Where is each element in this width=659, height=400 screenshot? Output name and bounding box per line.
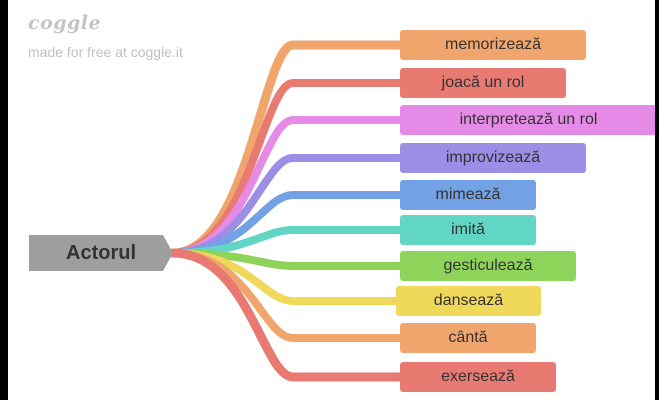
central-topic-label: Actorul xyxy=(66,242,136,264)
branch-line xyxy=(169,191,406,257)
topic-node-label: interpretează un rol xyxy=(459,111,598,128)
topic-node[interactable]: joacă un rol xyxy=(400,68,566,98)
topic-node-label: improvizează xyxy=(445,149,541,166)
central-topic[interactable]: Actorul xyxy=(29,235,181,271)
topic-node[interactable]: exersează xyxy=(400,362,556,392)
topic-node[interactable]: dansează xyxy=(396,286,541,316)
coggle-watermark-text: made for free at coggle.it xyxy=(28,44,183,60)
topic-node-label: imită xyxy=(451,221,485,238)
topic-node-label: joacă un rol xyxy=(441,74,525,91)
topic-node[interactable]: imită xyxy=(400,215,536,245)
topic-node-label: gesticulează xyxy=(443,257,533,274)
branch-lines xyxy=(168,40,407,382)
branch-line xyxy=(168,40,407,258)
topic-node-label: mimează xyxy=(435,186,501,203)
topic-node[interactable]: mimează xyxy=(400,180,536,210)
topic-node[interactable]: cântă xyxy=(400,323,536,353)
mindmap-canvas: coggle made for free at coggle.it Actoru… xyxy=(8,0,655,400)
topic-node-label: dansează xyxy=(433,292,504,309)
topic-node[interactable]: interpretează un rol xyxy=(400,105,655,135)
topic-node[interactable]: gesticulează xyxy=(400,251,576,281)
topic-node-label: exersează xyxy=(441,368,515,385)
topic-node[interactable]: memorizează xyxy=(400,30,586,60)
central-topic-shape xyxy=(29,235,173,271)
topic-node-label: memorizează xyxy=(444,36,542,53)
coggle-logo: coggle xyxy=(28,12,102,34)
topic-node[interactable]: improvizează xyxy=(400,143,586,173)
topic-node-label: cântă xyxy=(448,329,488,346)
branch-line xyxy=(168,248,407,382)
